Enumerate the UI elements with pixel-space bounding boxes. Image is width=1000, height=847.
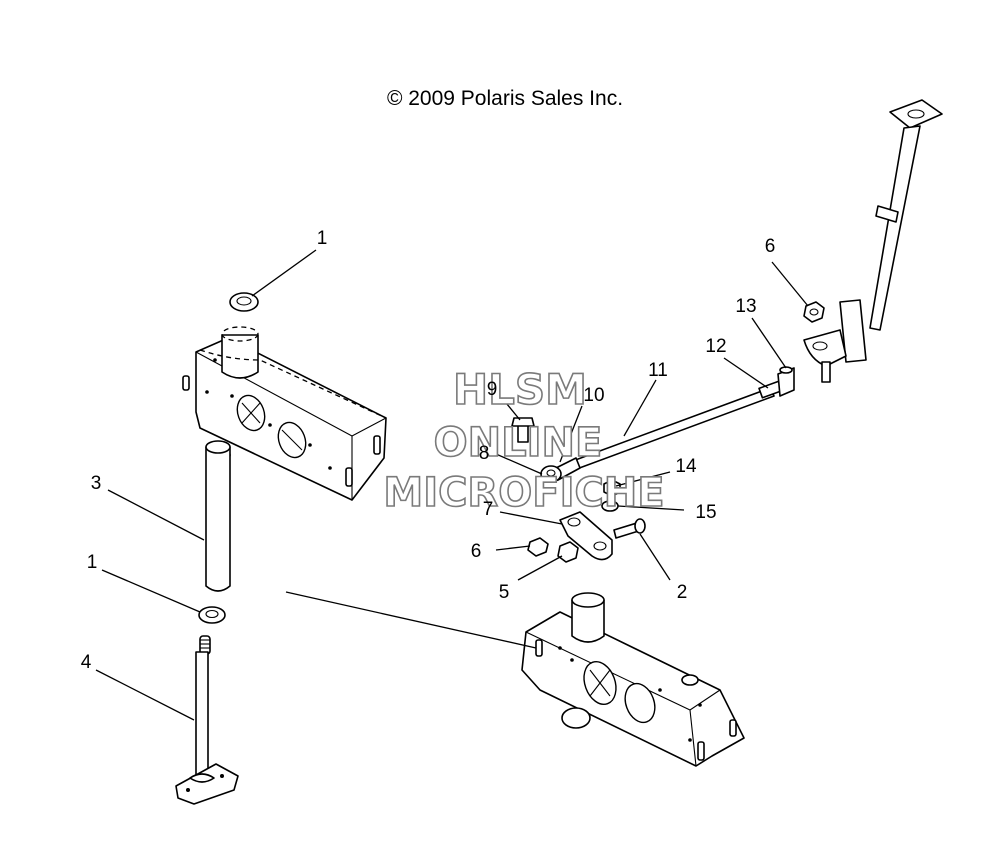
- callout-labels: 1 3 1 4 6 13 12 11 9 10 8 14 7 15 6 5 2: [81, 228, 776, 673]
- bushing-mid: [198, 606, 226, 624]
- lower-frame-bracket: [521, 592, 745, 767]
- pitman-arm: [559, 511, 613, 561]
- callout-1-mid: 1: [87, 552, 98, 573]
- leader-lines: [95, 249, 809, 721]
- bolt-9: [511, 417, 535, 443]
- callout-13: 13: [735, 296, 756, 317]
- watermark-line2: ONLINE: [434, 420, 603, 466]
- callout-6-left: 6: [471, 541, 482, 562]
- nut-14: [603, 479, 621, 497]
- callout-1-top: 1: [317, 228, 328, 249]
- upper-frame-bracket: [182, 326, 387, 501]
- callout-6-right: 6: [765, 236, 776, 257]
- bushing-top: [229, 292, 259, 312]
- callout-10: 10: [583, 385, 604, 406]
- watermark-line3: MICROFICHE: [383, 470, 664, 516]
- watermark: HLSM ONLINE MICROFICHE: [383, 364, 666, 517]
- callout-7: 7: [483, 499, 494, 520]
- pivot-shaft: [175, 635, 239, 805]
- callout-15: 15: [695, 502, 716, 523]
- steering-column: [803, 99, 943, 383]
- callout-14: 14: [675, 456, 697, 477]
- tie-rod: [551, 366, 795, 481]
- watermark-line1: HLSM: [453, 365, 587, 414]
- callout-11: 11: [648, 360, 668, 381]
- callout-8: 8: [479, 443, 490, 464]
- callout-12: 12: [705, 336, 726, 357]
- bolt-2: [613, 518, 646, 539]
- steering-tube: [205, 440, 231, 592]
- callout-4: 4: [81, 652, 92, 673]
- nut-5: [557, 541, 579, 563]
- callout-5: 5: [499, 582, 510, 603]
- nut-6-left: [527, 537, 549, 557]
- copyright-text: © 2009 Polaris Sales Inc.: [387, 87, 623, 110]
- callout-9: 9: [487, 379, 498, 400]
- callout-2: 2: [677, 582, 688, 603]
- callout-3: 3: [91, 473, 102, 494]
- nut-6-right: [803, 301, 825, 323]
